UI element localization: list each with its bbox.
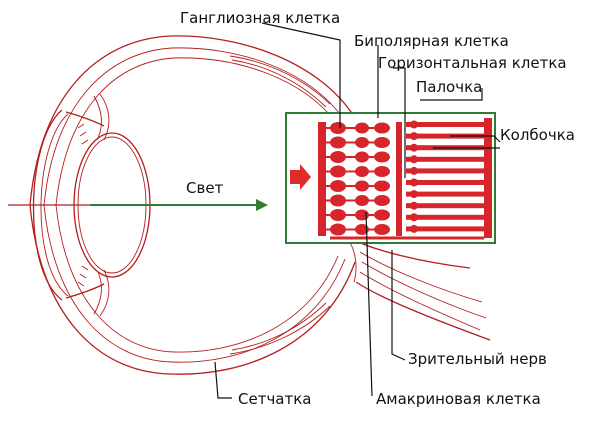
photoreceptor xyxy=(406,156,484,162)
ganglion-cell xyxy=(330,136,346,149)
arrow-right-icon xyxy=(290,164,311,190)
label-amacrine-cell: Амакриновая клетка xyxy=(376,390,541,408)
iris xyxy=(65,93,110,317)
photoreceptor xyxy=(406,226,484,232)
bipolar-cell xyxy=(374,137,390,148)
retina-inset xyxy=(285,112,496,244)
bipolar-cell xyxy=(374,166,390,177)
ganglion-cell xyxy=(330,122,346,134)
bipolar-cell xyxy=(374,224,390,235)
label-retina: Сетчатка xyxy=(238,390,311,408)
bipolar-cell xyxy=(374,122,390,134)
label-horizontal-cell: Горизонтальная клетка xyxy=(378,54,567,72)
bipolar-cell xyxy=(374,209,390,221)
photoreceptor xyxy=(406,191,484,197)
light-arrow-head xyxy=(256,199,268,211)
label-ganglion-cell: Ганглиозная клетка xyxy=(180,9,340,27)
ganglion-cell xyxy=(330,223,346,236)
ganglion-cell xyxy=(330,151,346,163)
label-optic-nerve: Зрительный нерв xyxy=(408,350,547,368)
photoreceptor-nucleus xyxy=(410,166,418,175)
ganglion-cell xyxy=(330,194,346,207)
pigment-epithelium xyxy=(484,118,492,238)
label-light: Свет xyxy=(186,179,224,197)
outer-plexiform-layer xyxy=(396,122,402,236)
ganglion-cell xyxy=(330,165,346,178)
label-rod: Палочка xyxy=(416,78,482,96)
photoreceptor-nucleus xyxy=(410,178,418,187)
label-cone: Колбочка xyxy=(500,126,575,144)
photoreceptor-nucleus xyxy=(410,143,418,152)
photoreceptor-nucleus xyxy=(410,120,418,129)
photoreceptor xyxy=(406,133,484,139)
labels: Ганглиозная клетка Биполярная клетка Гор… xyxy=(180,9,575,408)
photoreceptor-nucleus xyxy=(410,132,418,141)
bipolar-cell xyxy=(374,195,390,206)
ganglion-cell xyxy=(330,209,346,221)
photoreceptor-nucleus xyxy=(410,190,418,199)
photoreceptor-nucleus xyxy=(410,224,418,233)
bipolar-cell xyxy=(374,151,390,163)
bipolar-cell xyxy=(374,180,390,192)
photoreceptor xyxy=(406,180,484,185)
photoreceptor-nucleus xyxy=(410,201,418,210)
photoreceptor xyxy=(406,122,484,127)
label-bipolar-cell: Биполярная клетка xyxy=(354,32,509,50)
light-path xyxy=(8,199,268,211)
callout-lines xyxy=(214,22,501,399)
photoreceptor xyxy=(406,203,484,209)
photoreceptor-nucleus xyxy=(410,213,418,222)
ganglion-cell xyxy=(330,180,346,192)
nerve-fiber-layer xyxy=(318,122,326,236)
photoreceptor xyxy=(406,168,484,174)
photoreceptor xyxy=(406,214,484,220)
photoreceptor-nucleus xyxy=(410,155,418,164)
